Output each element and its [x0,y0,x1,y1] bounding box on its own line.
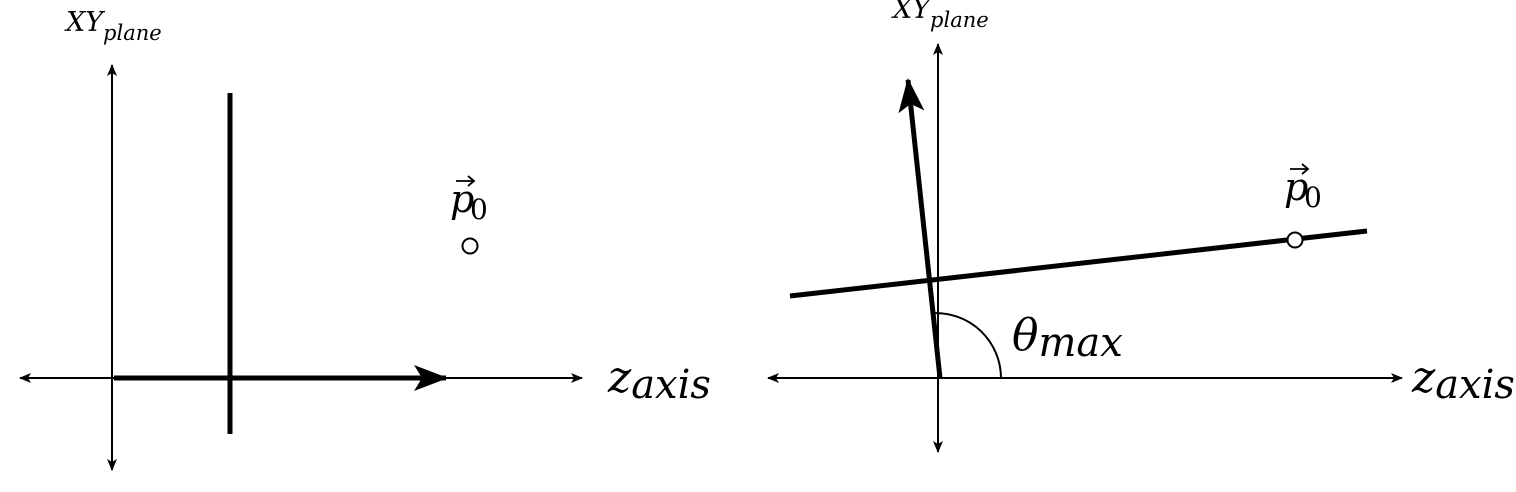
left-panel: XYplane zaxis p 0 [19,7,711,471]
right-point-p0 [1286,231,1304,249]
right-vector-arrowhead-icon [1301,163,1310,175]
right-angle-arc [932,312,1002,379]
right-point-label: p 0 [1284,163,1322,214]
right-panel: XYplane zaxis θmax p 0 [767,0,1515,453]
left-point-label: p 0 [450,175,488,226]
left-vertical-axis-label: XYplane [64,7,162,45]
left-horizontal-axis-label: zaxis [607,352,711,408]
right-angle-label: θmax [1012,310,1123,366]
right-plane-line [789,228,1368,299]
left-point-label-sub: 0 [470,193,488,226]
left-vector-arrowhead-icon [467,175,476,187]
right-horizontal-axis-label: zaxis [1411,352,1515,408]
right-direction-arrow [898,78,943,379]
left-point-p0 [461,237,479,255]
right-vertical-axis-label: XYplane [891,0,989,32]
right-point-label-sub: 0 [1304,181,1322,214]
